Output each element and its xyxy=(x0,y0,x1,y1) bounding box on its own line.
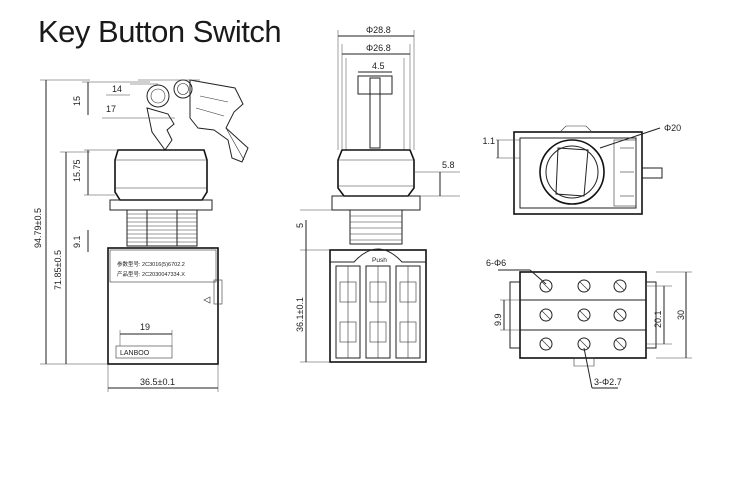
dim-inner-dia: Φ26.8 xyxy=(366,43,391,53)
push-label: Push xyxy=(372,257,387,264)
contact-block xyxy=(107,247,219,365)
dim-nut-h: 5 xyxy=(295,223,305,228)
label-line-2: 产品型号: 2C2030047334.X xyxy=(117,270,185,278)
dim-inner-w: 19 xyxy=(140,322,150,332)
label-line-1: 参数型号: 2C3016(5)6702.2 xyxy=(117,260,185,268)
dim-offset: 1.1 xyxy=(482,136,495,146)
top-dial xyxy=(539,139,605,205)
dim-gap-h: 9.1 xyxy=(72,235,82,248)
dim-holes6: 6-Φ6 xyxy=(486,258,506,268)
dim-holes3: 3-Φ2.7 xyxy=(594,377,622,387)
front-bezel xyxy=(337,149,415,197)
dim-key-w: 4.5 xyxy=(372,61,385,71)
top-view: 1.1 Φ20 xyxy=(482,123,681,215)
dim-width: 36.5±0.1 xyxy=(140,377,175,387)
top-frame xyxy=(513,131,643,215)
dim-key-w1: 14 xyxy=(112,84,122,94)
bezel-cap xyxy=(114,149,208,201)
dim-span: 20.1 xyxy=(653,310,663,328)
side-view: 参数型号: 2C3016(5)6702.2 产品型号: 2C2030047334… xyxy=(33,79,249,392)
collar xyxy=(109,199,213,211)
front-view: Push Φ28.8 Φ26.8 4.5 xyxy=(295,25,460,363)
dim-total-h: 94.79±0.5 xyxy=(33,208,43,248)
brand-label: LANBOO xyxy=(120,350,150,357)
bottom-view: 6-Φ6 9.9 20.1 30 3-Φ2.7 xyxy=(486,258,692,389)
dim-top-dia: Φ20 xyxy=(664,123,681,133)
dim-key-w2: 17 xyxy=(106,104,116,114)
dim-key-h: 15 xyxy=(72,96,82,106)
dim-pitch: 9.9 xyxy=(493,313,503,326)
dim-bezel-h: 15.75 xyxy=(72,159,82,182)
dim-front-bezel-h: 5.8 xyxy=(442,160,455,170)
dim-body-h: 71.85±0.5 xyxy=(53,250,63,290)
key-stem xyxy=(369,77,381,149)
dim-height: 30 xyxy=(676,310,686,320)
page-title: Key Button Switch xyxy=(38,14,282,49)
key-drawing xyxy=(146,79,249,163)
dim-block-h: 36.1±0.1 xyxy=(295,297,305,332)
thread-shaft xyxy=(126,209,198,247)
contact-stack xyxy=(329,249,427,363)
terminal-screws xyxy=(539,279,627,351)
dim-outer-dia: Φ28.8 xyxy=(366,25,391,35)
